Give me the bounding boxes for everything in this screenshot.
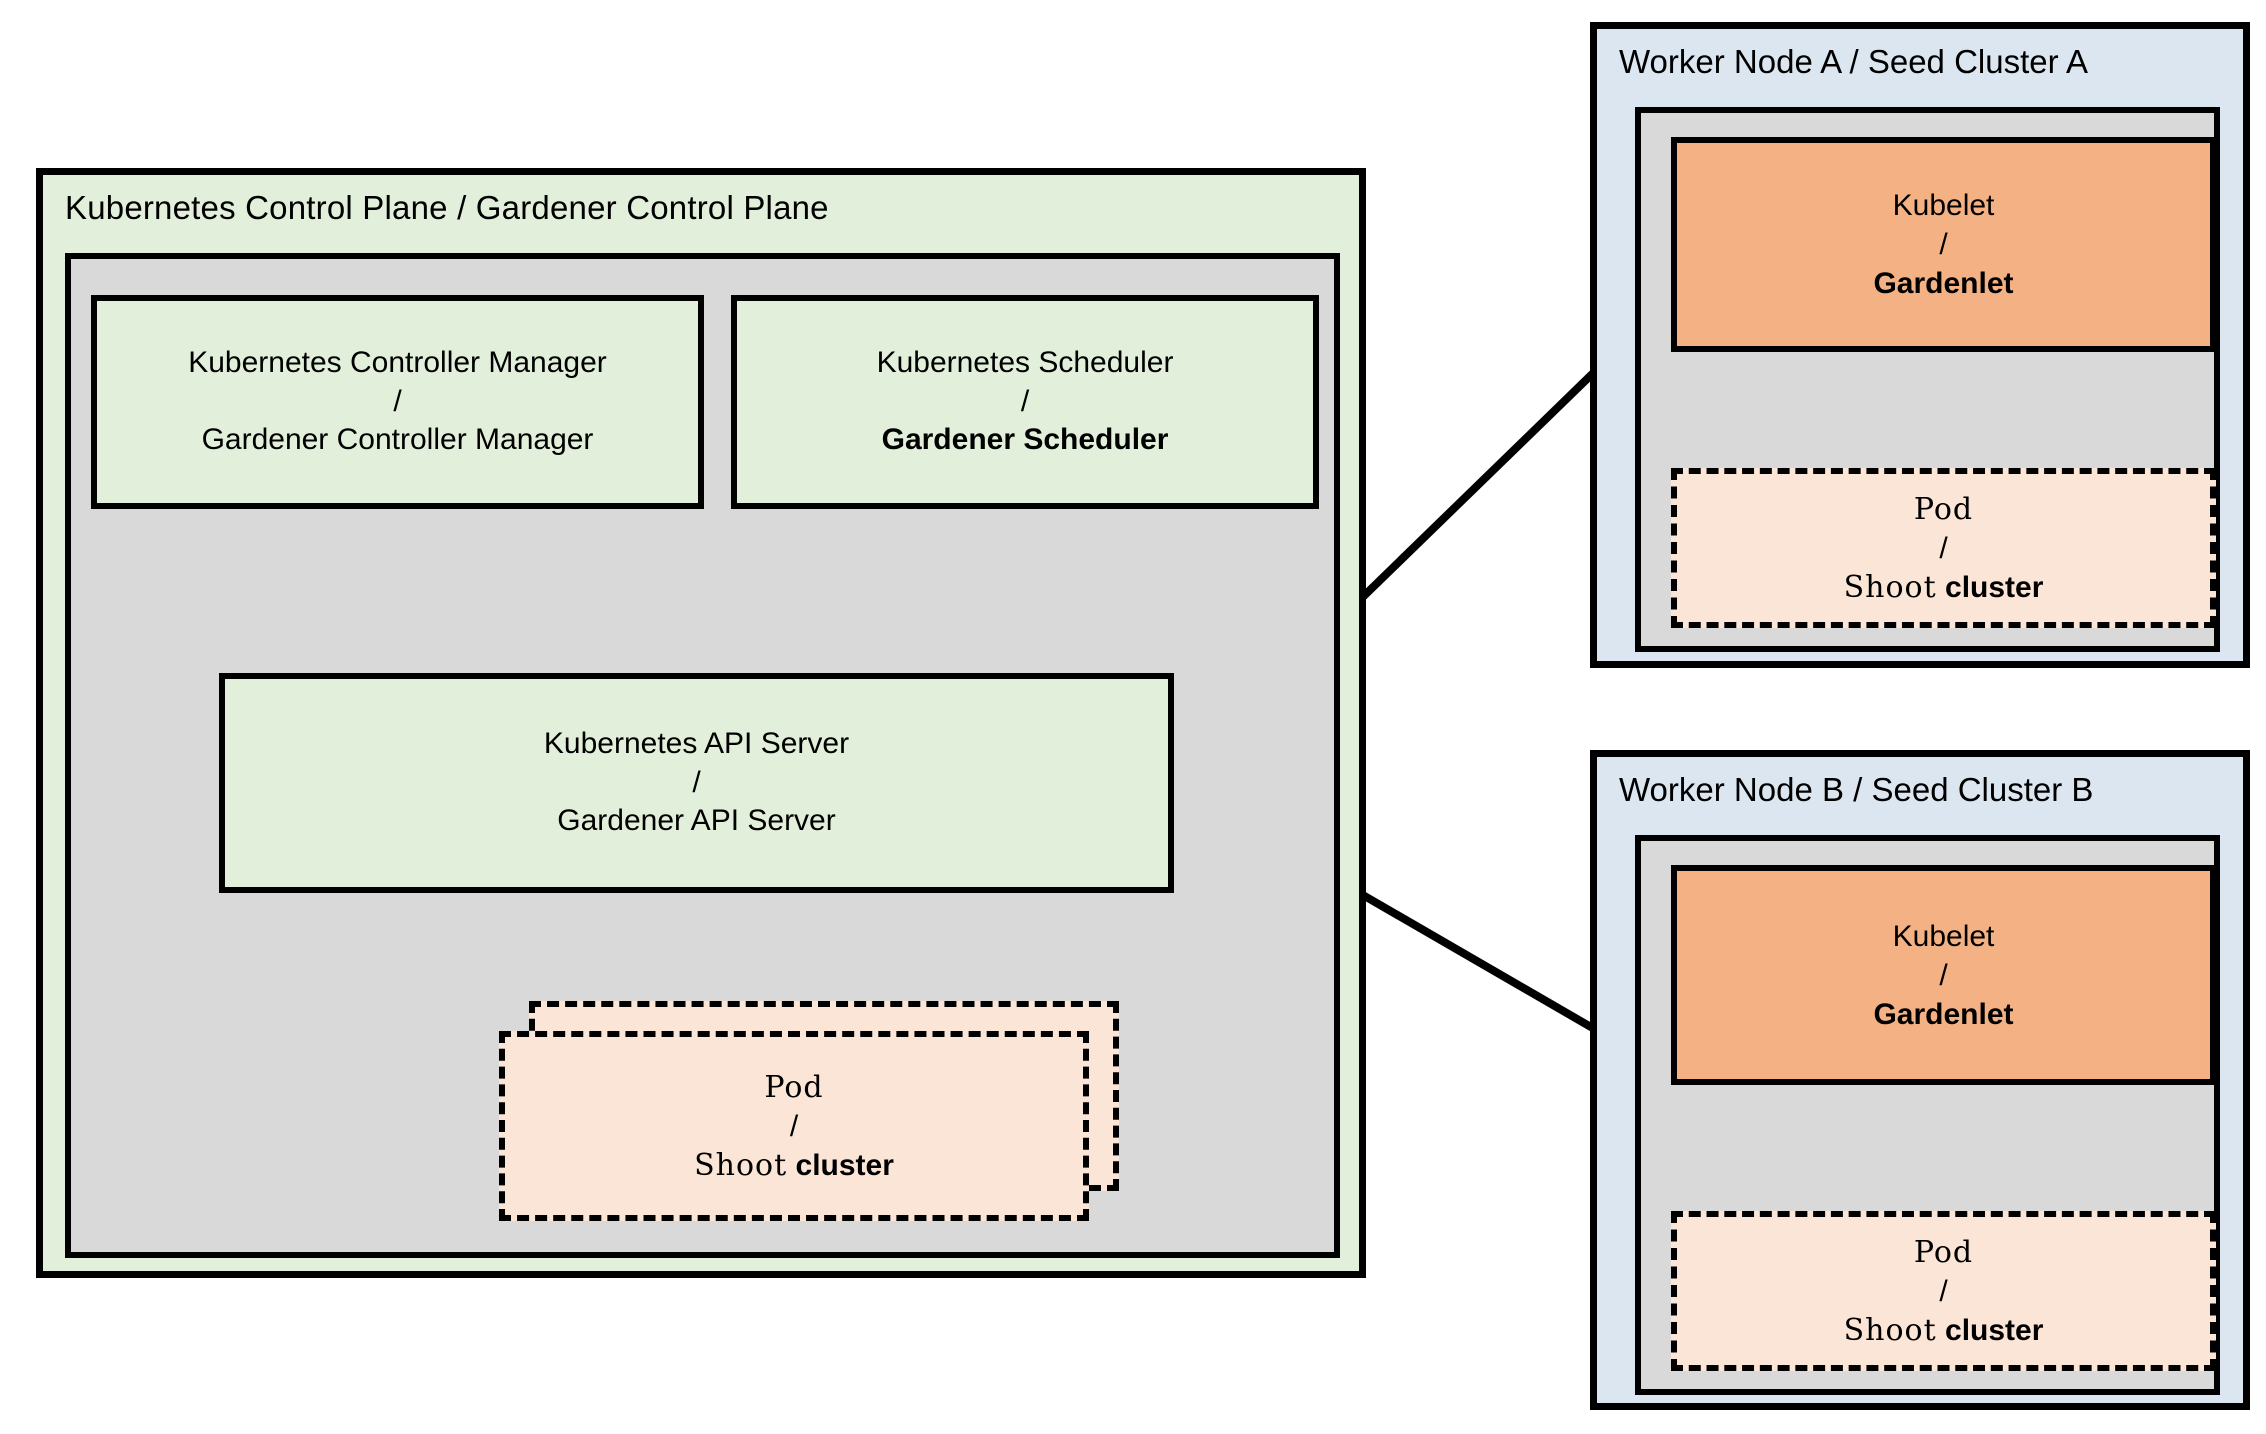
seed-b-pod-cluster: cluster [1936,1313,2044,1347]
gardenlet-a-label: Gardenlet [1873,267,2014,300]
seed-b-pod-line2: Shoot cluster [1844,1311,2044,1350]
seed-a-pod-line2: Shoot cluster [1844,568,2044,607]
seed-cluster-b-inner-area: Kubelet / Gardenlet Pod / Shoot cluster [1635,835,2220,1395]
seed-cluster-b-panel: Worker Node B / Seed Cluster B Kubelet /… [1590,750,2250,1410]
scheduler-line1: Kubernetes Scheduler [876,346,1174,380]
api-server-box[interactable]: Kubernetes API Server / Gardener API Ser… [219,673,1174,893]
seed-b-pod-line1: Pod [1913,1234,1974,1270]
kubelet-b-line1: Kubelet [1892,919,1995,953]
controller-manager-separator: / [393,384,402,418]
pod-line2: Shoot cluster [694,1146,894,1185]
pod-line2-cluster: cluster [787,1148,894,1182]
controller-manager-box[interactable]: Kubernetes Controller Manager / Gardener… [91,295,704,509]
scheduler-box[interactable]: Kubernetes Scheduler / Gardener Schedule… [731,295,1319,509]
seed-a-pod-shoot: Shoot [1843,569,1937,605]
seed-cluster-a-title: Worker Node A / Seed Cluster A [1619,43,2088,80]
controller-manager-line1: Kubernetes Controller Manager [188,346,607,380]
control-plane-pod-box[interactable]: Pod / Shoot cluster [499,1031,1089,1221]
control-plane-panel: Kubernetes Control Plane / Gardener Cont… [36,168,1366,1278]
pod-line1: Pod [764,1069,824,1105]
api-server-line2: Gardener API Server [557,804,836,838]
api-server-separator: / [692,765,701,799]
gardenlet-b-label: Gardenlet [1873,997,2014,1031]
seed-a-pod-line1: Pod [1913,491,1974,527]
pod-separator: / [789,1109,799,1143]
gardenlet-a-box[interactable]: Kubelet / Gardenlet [1671,137,2216,352]
scheduler-line2: Gardener Scheduler [881,423,1169,457]
seed-a-pod-separator: / [1939,531,1948,565]
gardenlet-b-box[interactable]: Kubelet / Gardenlet [1671,865,2216,1085]
seed-cluster-a-inner-area: Kubelet / Gardenlet Pod / Shoot cluster [1635,107,2220,652]
seed-a-pod-cluster: cluster [1936,570,2044,604]
pod-line2-shoot: Shoot [694,1147,788,1183]
control-plane-title: Kubernetes Control Plane / Gardener Cont… [65,189,829,226]
scheduler-separator: / [1020,384,1030,418]
kubelet-a-line1: Kubelet [1892,189,1995,222]
seed-a-pod-box[interactable]: Pod / Shoot cluster [1671,468,2216,628]
seed-cluster-a-panel: Worker Node A / Seed Cluster A Kubelet /… [1590,22,2250,668]
seed-b-pod-box[interactable]: Pod / Shoot cluster [1671,1211,2216,1371]
seed-b-pod-shoot: Shoot [1843,1312,1937,1348]
seed-cluster-b-title: Worker Node B / Seed Cluster B [1619,771,2094,808]
api-server-line1: Kubernetes API Server [543,727,850,761]
kubelet-a-separator: / [1939,228,1948,261]
seed-b-pod-separator: / [1939,1274,1948,1308]
controller-manager-line2: Gardener Controller Manager [201,423,594,457]
kubelet-b-separator: / [1939,958,1948,992]
control-plane-inner-area: Kubernetes Controller Manager / Gardener… [65,253,1340,1258]
